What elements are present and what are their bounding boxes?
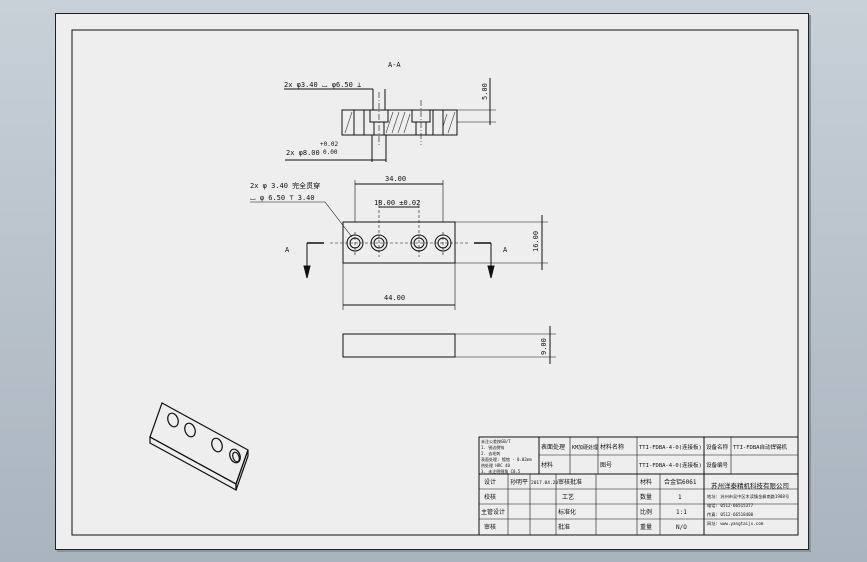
plan-dim-height: 16.00 bbox=[532, 231, 540, 252]
qty-label: 数量 bbox=[640, 493, 652, 501]
row2-c4: 标准化 bbox=[558, 508, 576, 516]
section-view: A-A 2x φ3.40 ⌴ φ6.50 ⊥ +0.02 bbox=[284, 61, 496, 162]
note-1: 1. 锐边倒钝 bbox=[481, 444, 504, 450]
plan-callout-2: ⌴ φ 6.50 ⊤ 3.40 bbox=[250, 194, 315, 202]
side-body bbox=[342, 333, 456, 358]
note-3: 表面处理: 镀铬 - 0.02mm bbox=[481, 456, 532, 462]
qty-value: 1 bbox=[678, 494, 682, 501]
side-view: 9.00 bbox=[342, 326, 556, 364]
company-fax: 传真: 0512-66518400 bbox=[707, 511, 754, 518]
section-body bbox=[341, 109, 458, 136]
section-dim-height: 5.00 bbox=[481, 83, 489, 100]
section-hatch bbox=[344, 111, 456, 134]
scale-label: 比例 bbox=[640, 508, 652, 516]
scale-value: 1:1 bbox=[676, 509, 687, 516]
material-label: 材料 bbox=[541, 461, 553, 469]
row0-c3: 2017.04.20 bbox=[531, 480, 558, 486]
drawing-no-label: 图号 bbox=[600, 462, 612, 469]
plan-callout-1: 2x φ 3.40 完全贯穿 bbox=[250, 181, 320, 190]
drawing-no: TTI-FDBA-4-0(连接板) bbox=[639, 443, 702, 451]
weight-value: N/O bbox=[676, 524, 687, 531]
plan-dim-inner: 18.00 ±0.02 bbox=[374, 199, 420, 207]
section-callout-top: 2x φ3.40 ⌴ φ6.50 ⊥ bbox=[284, 81, 361, 89]
row0-c4: 审核批准 bbox=[558, 478, 582, 486]
company-name: 苏州洋泰精机科技有限公司 bbox=[711, 481, 789, 490]
surface-value: KM加硬处理 bbox=[572, 444, 598, 451]
drawing-name: TTI-FDBA-4-0(连接板) bbox=[639, 461, 702, 469]
material-row-value: 合金铝6061 bbox=[664, 478, 697, 486]
section-tol-upper: +0.02 bbox=[320, 141, 338, 148]
project-label: 设备名称 bbox=[706, 443, 729, 451]
company-web: 网址: www.yangtaijx.com bbox=[707, 520, 764, 527]
note-2: 2. 去毛刺 bbox=[481, 450, 500, 456]
row2-c1: 主管设计 bbox=[481, 508, 505, 516]
project-no-label: 设备编号 bbox=[706, 461, 729, 469]
weight-label: 重量 bbox=[640, 523, 652, 531]
row1-c4: 工艺 bbox=[562, 493, 574, 501]
plan-view: 2x φ 3.40 完全贯穿 ⌴ φ 6.50 ⊤ 3.40 34.00 18.… bbox=[250, 175, 548, 310]
side-dim-thickness: 9.00 bbox=[540, 338, 548, 355]
section-title: A-A bbox=[388, 61, 401, 69]
row3-c4: 批准 bbox=[558, 523, 570, 531]
plan-dim-length: 44.00 bbox=[384, 294, 405, 302]
note-4: 热处理 HRC 40 bbox=[481, 462, 510, 468]
note-5: 3. 未注明倒角 C0.5 bbox=[481, 468, 521, 474]
row0-c1: 设计 bbox=[484, 478, 496, 486]
company-address: 地址: 苏州市吴中区木渎镇金枫南路1988号 bbox=[707, 493, 789, 500]
drawing-sheet bbox=[55, 13, 809, 550]
title-notes: 未注公差按GB/T 1. 锐边倒钝 2. 去毛刺 表面处理: 镀铬 - 0.02… bbox=[481, 438, 532, 474]
title-fields: 表面处理 KM加硬处理 材料 材料名称 图号 TTI-FDBA-4-0(连接板)… bbox=[481, 443, 789, 531]
row3-c1: 审核 bbox=[484, 523, 496, 531]
plan-body bbox=[342, 221, 456, 264]
note-0: 未注公差按GB/T bbox=[481, 438, 511, 444]
row1-c1: 校核 bbox=[484, 493, 496, 501]
row0-c2: 孙明平 bbox=[510, 478, 528, 486]
section-label-right: A bbox=[503, 246, 508, 254]
section-label-left: A bbox=[285, 246, 290, 254]
plan-dim-overall: 34.00 bbox=[385, 175, 406, 183]
isometric-view bbox=[149, 402, 249, 492]
material-name: 材料名称 bbox=[600, 443, 624, 451]
project-value: TTI-FDBA自动焊锡机 bbox=[733, 443, 787, 451]
section-tol-lower: 0.00 bbox=[323, 149, 338, 156]
sheet-inner-border bbox=[71, 29, 799, 536]
section-callout-bottom: 2x φ8.00 bbox=[286, 149, 320, 157]
title-block bbox=[478, 436, 799, 536]
material-row-label: 材料 bbox=[640, 478, 652, 486]
company-tel: 电话: 0512-66515377 bbox=[707, 502, 754, 509]
surface-label: 表面处理 bbox=[541, 443, 565, 451]
